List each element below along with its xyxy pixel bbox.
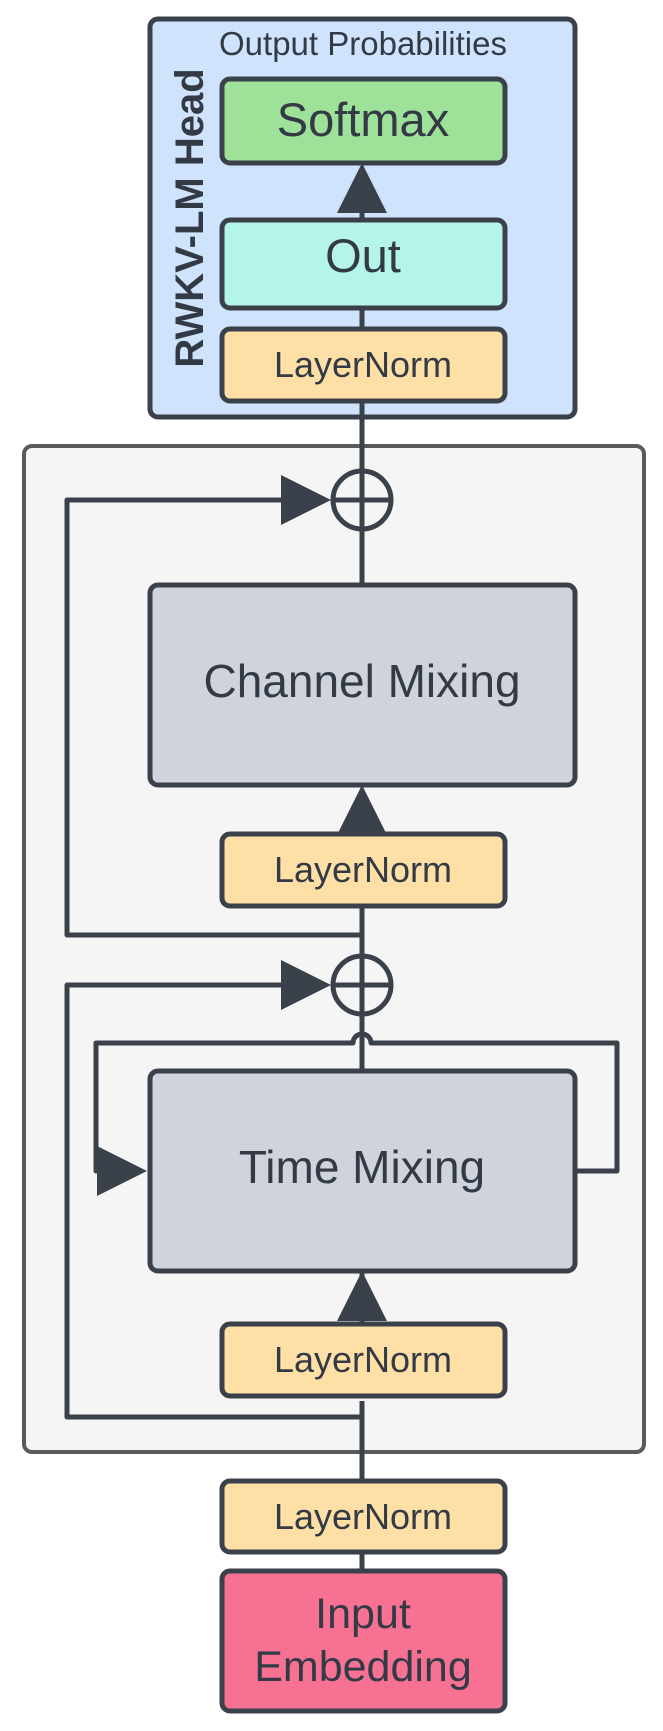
time-mixing-label: Time Mixing <box>239 1141 485 1193</box>
head-layernorm-label: LayerNorm <box>274 344 452 385</box>
input-layernorm-label: LayerNorm <box>274 1496 452 1537</box>
add-node-time <box>330 953 394 1017</box>
channel-layernorm-block <box>219 831 508 909</box>
time-mixing-residual-line <box>64 960 362 1420</box>
residual-connections <box>64 475 362 1420</box>
softmax-label: Softmax <box>277 93 449 146</box>
head-layernorm-block <box>219 326 508 404</box>
softmax-block <box>219 76 508 166</box>
add-node-channel <box>330 468 394 532</box>
input-embedding-block <box>219 1568 508 1714</box>
time-layernorm-label: LayerNorm <box>274 1339 452 1380</box>
out-block <box>219 217 508 311</box>
input-embedding-label-line1: Input <box>315 1590 411 1638</box>
channel-mixing-residual-line <box>64 475 362 938</box>
output-probabilities-label: Output Probabilities <box>219 25 507 62</box>
time-mixing-block <box>147 1068 578 1274</box>
out-label: Out <box>325 229 401 282</box>
channel-layernorm-label: LayerNorm <box>274 849 452 890</box>
time-layernorm-block <box>219 1321 508 1399</box>
head-title: RWKV-LM Head <box>168 68 212 367</box>
channel-mixing-label: Channel Mixing <box>203 655 520 707</box>
input-embedding-label-line2: Embedding <box>254 1643 472 1691</box>
channel-mixing-block <box>147 582 578 788</box>
input-layernorm-block <box>219 1478 508 1555</box>
time-mixing-state-loop <box>93 1031 620 1196</box>
